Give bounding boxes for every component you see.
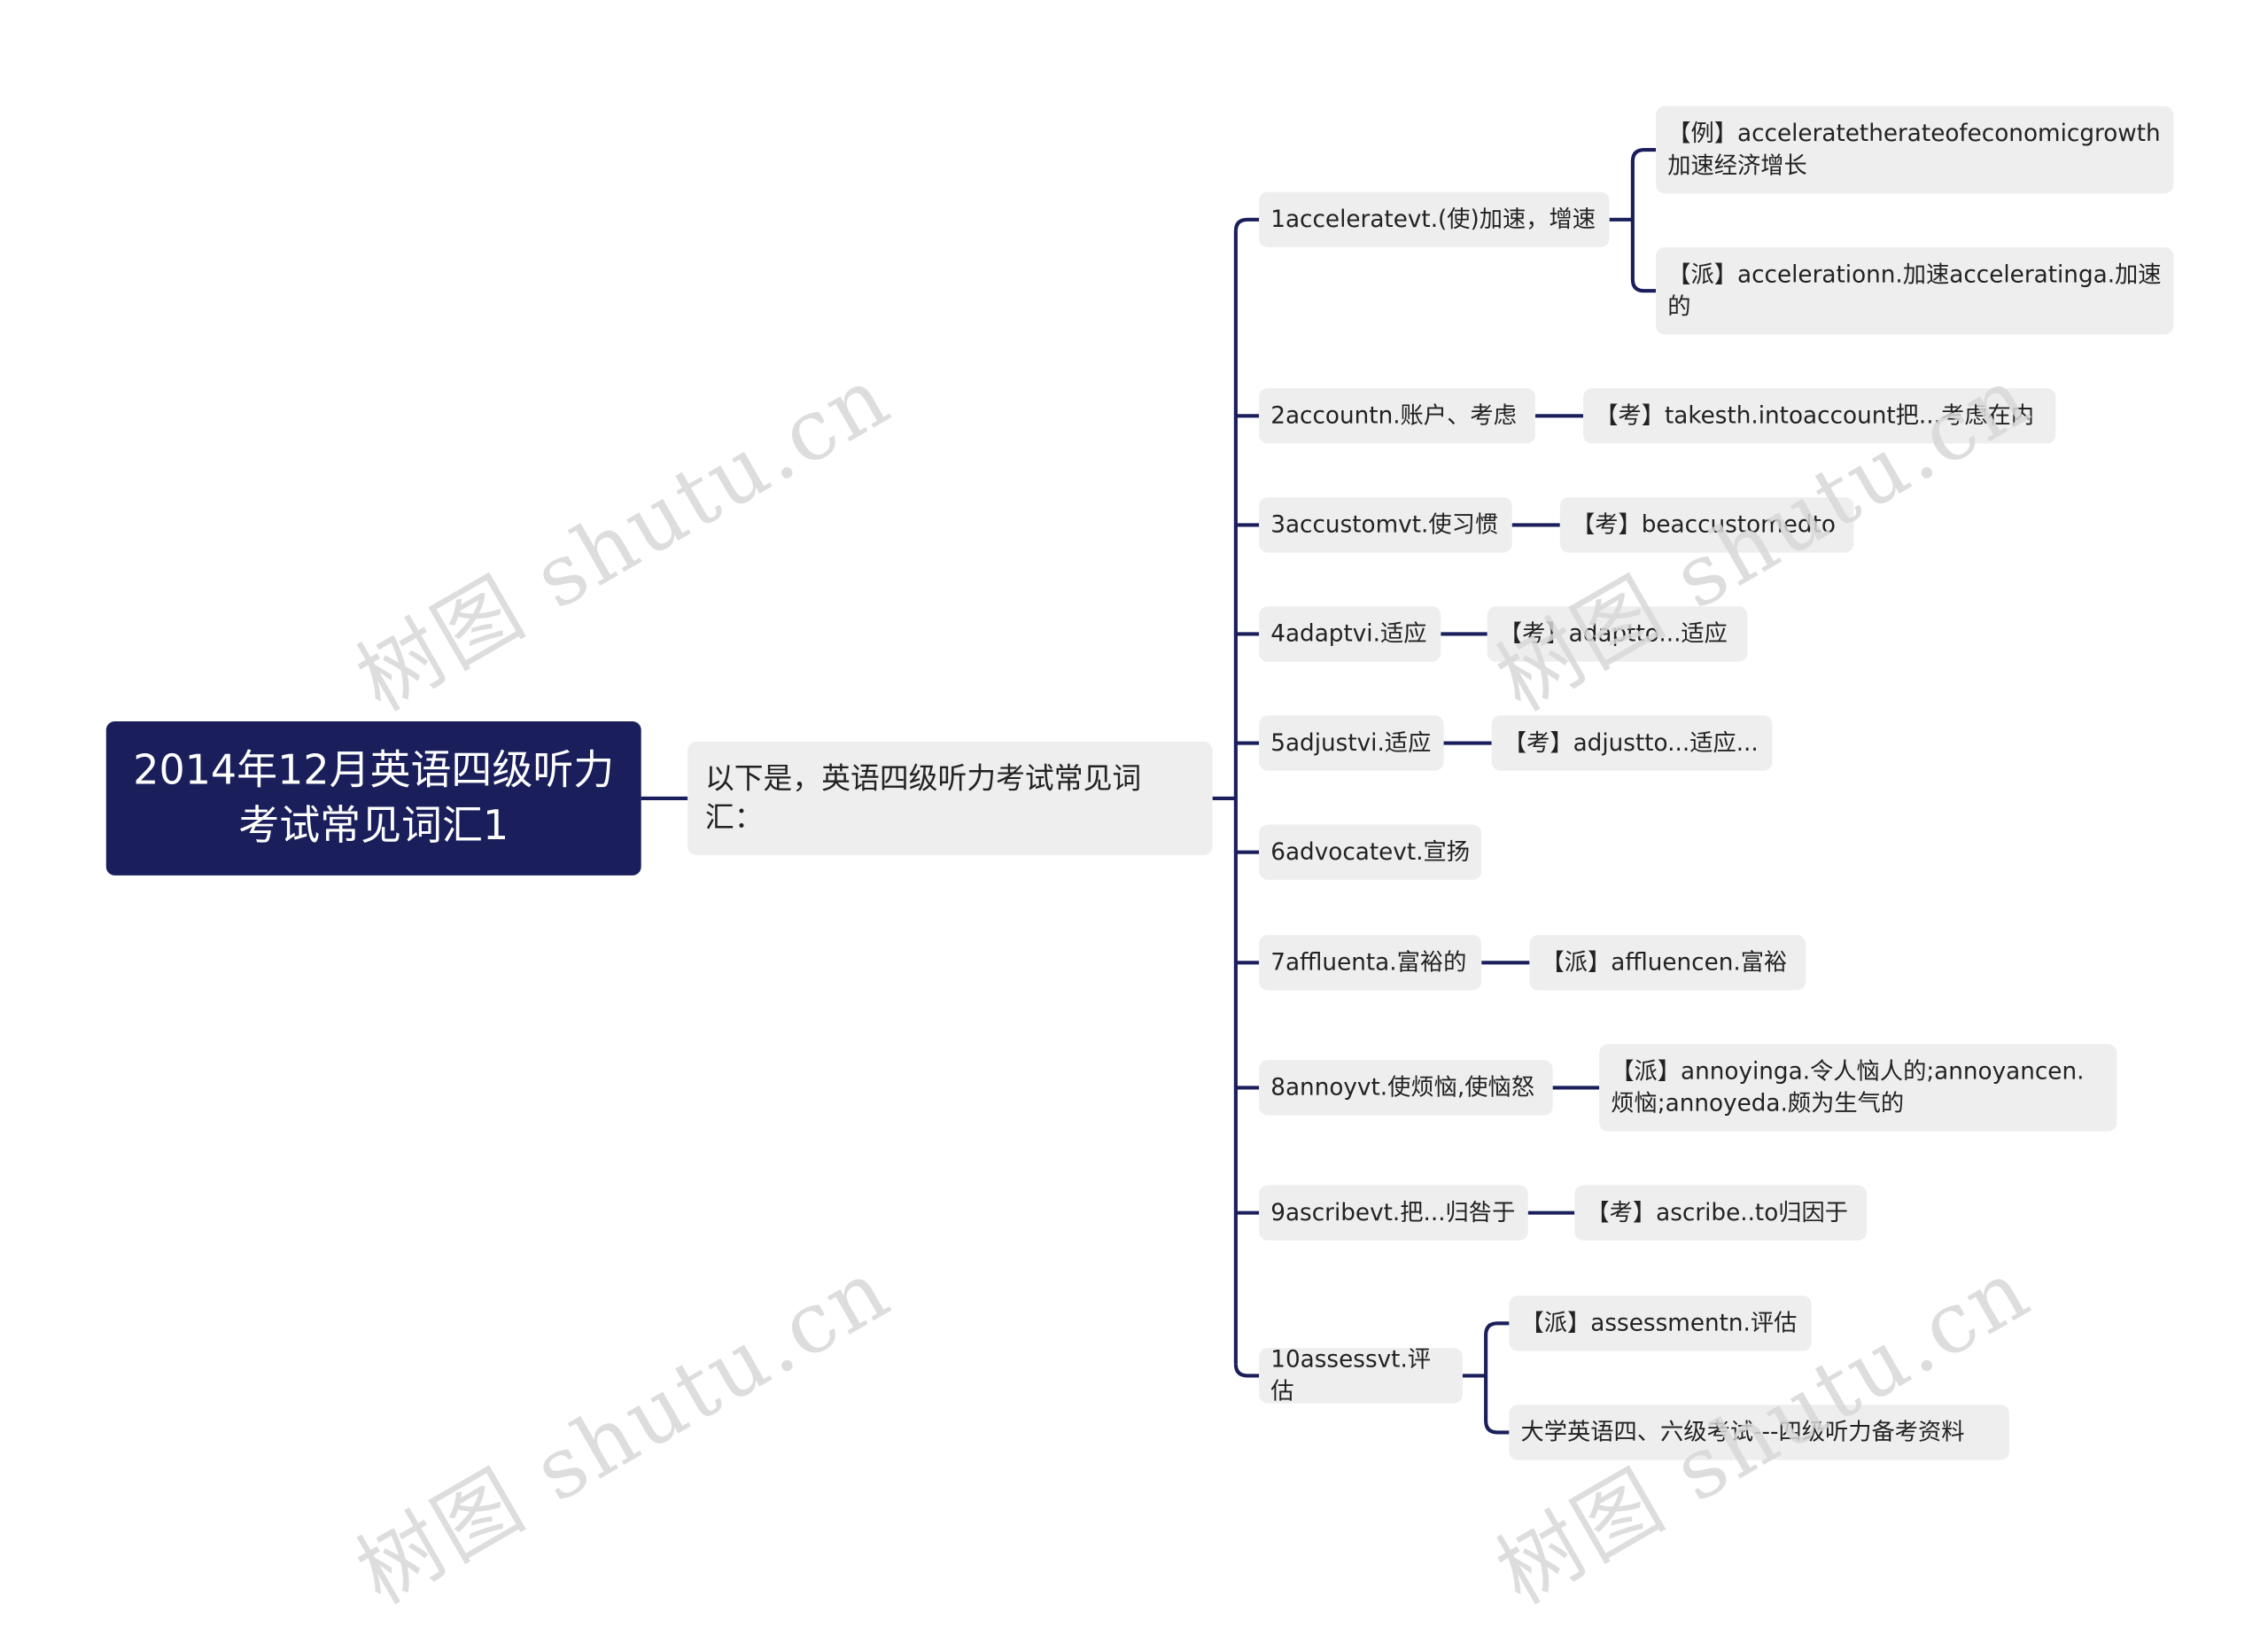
word-node-label: 7affluenta.富裕的 <box>1270 947 1467 977</box>
word-node-1[interactable]: 1acceleratevt.(使)加速，增速 <box>1259 191 1610 247</box>
detail-node-label: 【考】adjustto...适应... <box>1503 728 1759 757</box>
detail-node-label: 【派】assessmentn.评估 <box>1520 1308 1798 1337</box>
detail-node-label: 【考】beaccustomedto <box>1571 510 1836 539</box>
detail-node-label: 【例】acceleratetherateofeconomicgrowth加速经济… <box>1667 119 2161 179</box>
detail-node-10-2[interactable]: 大学英语四、六级考试---四级听力备考资料 <box>1509 1405 2009 1460</box>
detail-node-2-1[interactable]: 【考】takesth.intoaccount把...考虑在内 <box>1583 388 2056 444</box>
mindmap-stage: 2014年12月英语四级听力考试常见词汇1 以下是，英语四级听力考试常见词汇： … <box>105 105 2174 1623</box>
link-fork-1-children <box>1630 147 1657 293</box>
word-node-3[interactable]: 3accustomvt.使习惯 <box>1259 497 1512 553</box>
word-node-label: 10assessvt.评估 <box>1270 1344 1432 1405</box>
detail-node-10-1[interactable]: 【派】assessmentn.评估 <box>1509 1296 1812 1351</box>
detail-node-label: 【考】takesth.intoaccount把...考虑在内 <box>1595 401 2034 430</box>
detail-node-label: 大学英语四、六级考试---四级听力备考资料 <box>1520 1418 1965 1446</box>
detail-node-4-1[interactable]: 【考】adaptto...适应 <box>1487 606 1748 662</box>
detail-node-7-1[interactable]: 【派】affluencen.富裕 <box>1529 935 1806 991</box>
detail-node-3-1[interactable]: 【考】beaccustomedto <box>1559 497 1854 553</box>
detail-node-label: 【考】adaptto...适应 <box>1498 619 1728 648</box>
word-node-label: 6advocatevt.宣扬 <box>1270 837 1471 866</box>
root-topic-label: 2014年12月英语四级听力考试常见词汇1 <box>133 745 615 850</box>
detail-node-label: 【派】accelerationn.加速acceleratinga.加速的 <box>1667 260 2162 321</box>
word-node-label: 3accustomvt.使习惯 <box>1270 510 1499 539</box>
detail-node-5-1[interactable]: 【考】adjustto...适应... <box>1491 715 1773 771</box>
word-node-label: 9ascribevt.把...归咎于 <box>1270 1198 1516 1226</box>
word-node-label: 1acceleratevt.(使)加速，增速 <box>1270 205 1596 233</box>
word-node-5[interactable]: 5adjustvi.适应 <box>1259 715 1444 771</box>
link-fork-10-children <box>1484 1321 1510 1435</box>
connector-lines <box>641 147 1657 1435</box>
word-node-label: 4adaptvi.适应 <box>1270 619 1427 648</box>
word-node-9[interactable]: 9ascribevt.把...归咎于 <box>1259 1185 1528 1241</box>
detail-node-label: 【派】annoyinga.令人恼人的;annoyancen.烦恼;annoyed… <box>1611 1057 2085 1117</box>
word-node-7[interactable]: 7affluenta.富裕的 <box>1259 935 1482 991</box>
word-node-label: 8annoyvt.使烦恼,使恼怒 <box>1270 1073 1535 1102</box>
detail-node-1-2[interactable]: 【派】accelerationn.加速acceleratinga.加速的 <box>1656 246 2174 335</box>
word-node-label: 5adjustvi.适应 <box>1270 728 1432 757</box>
word-node-2[interactable]: 2accountn.账户、考虑 <box>1259 388 1535 444</box>
word-node-8[interactable]: 8annoyvt.使烦恼,使恼怒 <box>1259 1060 1553 1116</box>
link-word-1 <box>1233 217 1260 232</box>
detail-node-9-1[interactable]: 【考】ascribe..to归因于 <box>1574 1185 1868 1241</box>
intro-topic[interactable]: 以下是，英语四级听力考试常见词汇： <box>687 741 1213 855</box>
detail-node-1-1[interactable]: 【例】acceleratetherateofeconomicgrowth加速经济… <box>1656 105 2174 194</box>
word-node-6[interactable]: 6advocatevt.宣扬 <box>1259 824 1482 880</box>
mindmap-canvas: 2014年12月英语四级听力考试常见词汇1 以下是，英语四级听力考试常见词汇： … <box>105 105 2174 1623</box>
word-node-label: 2accountn.账户、考虑 <box>1270 401 1517 430</box>
detail-node-label: 【考】ascribe..to归因于 <box>1586 1198 1849 1226</box>
link-word-10 <box>1233 1364 1260 1378</box>
intro-topic-label: 以下是，英语四级听力考试常见词汇： <box>704 760 1142 835</box>
word-node-4[interactable]: 4adaptvi.适应 <box>1259 606 1441 662</box>
word-node-10[interactable]: 10assessvt.评估 <box>1259 1345 1463 1405</box>
detail-node-label: 【派】affluencen.富裕 <box>1541 947 1788 977</box>
detail-node-8-1[interactable]: 【派】annoyinga.令人恼人的;annoyancen.烦恼;annoyed… <box>1599 1044 2117 1132</box>
root-topic[interactable]: 2014年12月英语四级听力考试常见词汇1 <box>105 720 641 876</box>
